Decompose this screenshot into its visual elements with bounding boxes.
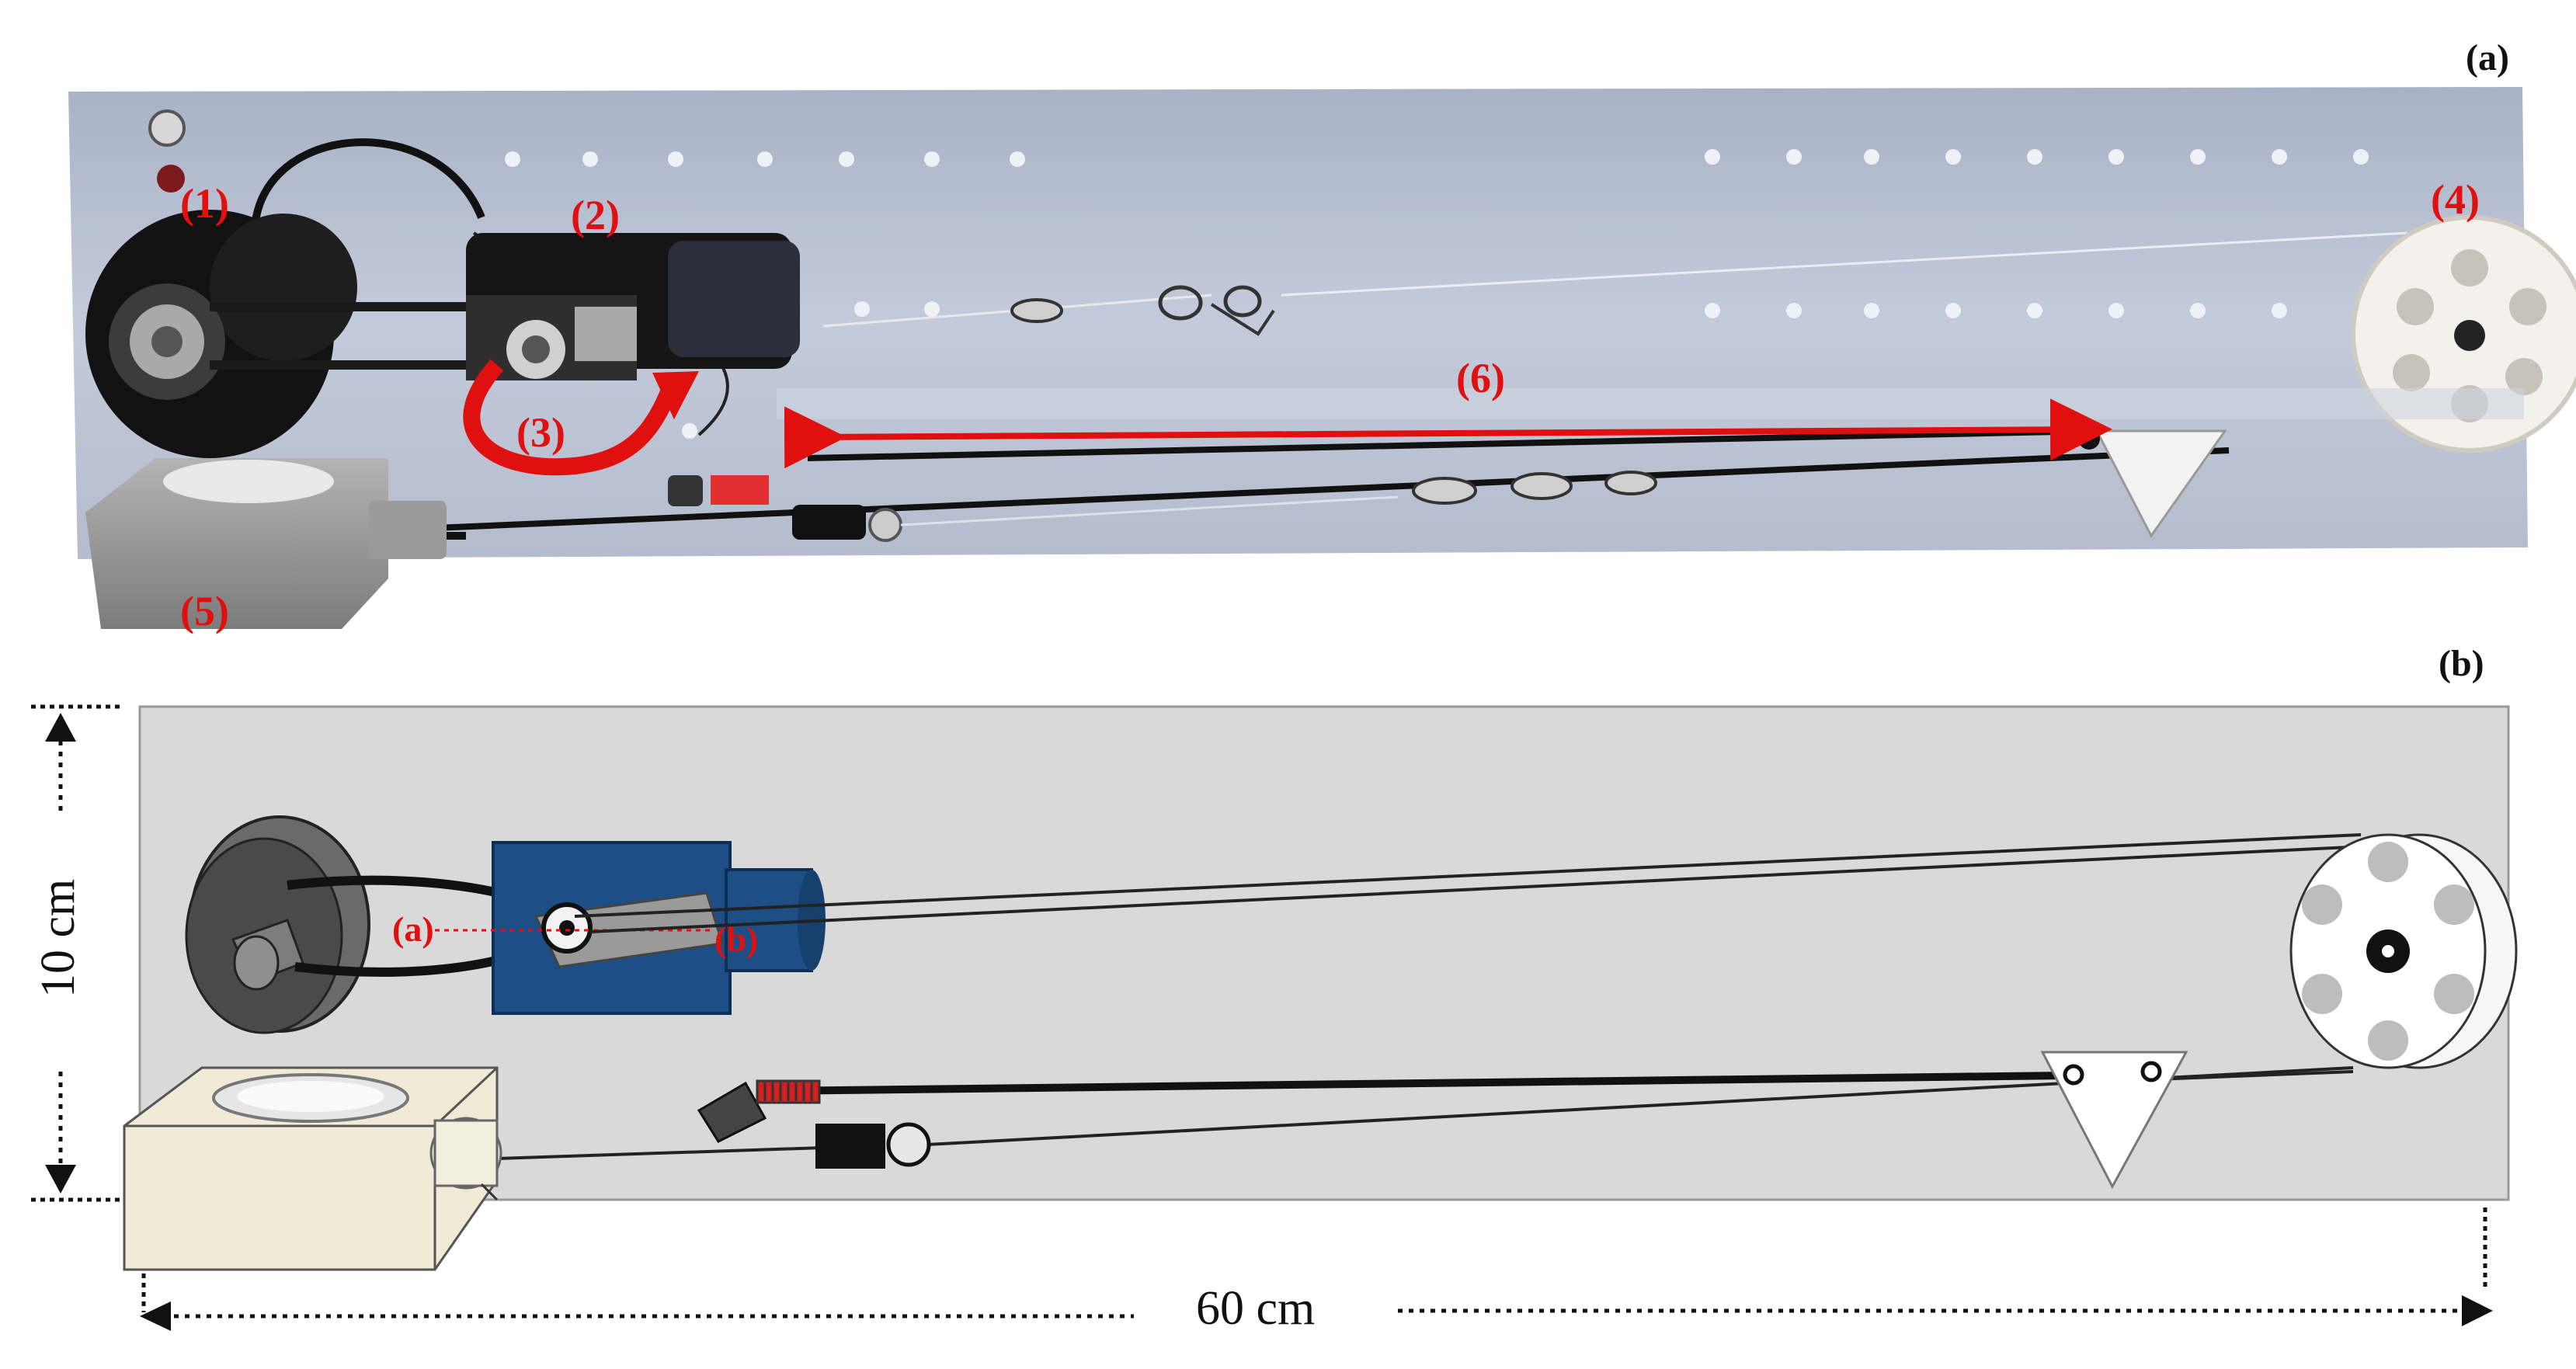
photo-ruler xyxy=(777,388,2524,419)
photo-red-connector xyxy=(711,475,769,505)
label-1: (1) xyxy=(180,180,229,227)
panel-a-label: (a) xyxy=(2466,37,2509,78)
label-4: (4) xyxy=(2431,176,2480,223)
schematic-pulley-left-icon xyxy=(185,815,370,1034)
photo-swivel-upper xyxy=(1010,285,1275,336)
schematic-triangle-plate-icon xyxy=(2040,1051,2188,1190)
photo-pulley-1-icon xyxy=(85,210,357,458)
photo-led xyxy=(157,165,185,193)
photo-knob xyxy=(148,109,186,147)
dimension-height: 10 cm xyxy=(31,704,124,1202)
panel-b-label: (b) xyxy=(2439,643,2484,684)
label-3: (3) xyxy=(516,409,565,456)
photo-cable xyxy=(250,138,485,257)
height-label: 10 cm xyxy=(32,879,85,998)
label-2: (2) xyxy=(571,192,620,238)
photo-triangle-plate-icon xyxy=(2095,429,2227,538)
photo-motor-icon xyxy=(466,233,800,380)
schematic-lower-string xyxy=(776,1072,2067,1095)
panel-b: (b) (a) (b) xyxy=(31,643,2518,1335)
photo-connector xyxy=(668,475,703,506)
photo-holes xyxy=(505,149,2369,439)
photo-clamp xyxy=(792,505,866,540)
schematic-swivel-connector-icon xyxy=(697,1079,931,1169)
dimension-width: 60 cm xyxy=(140,1207,2493,1335)
panel-a: (a) xyxy=(68,37,2576,634)
label-5: (5) xyxy=(180,588,229,634)
schematic-pulley-right-icon xyxy=(2289,833,2518,1069)
measurement-arrow-6 xyxy=(784,398,2112,469)
label-6: (6) xyxy=(1456,355,1505,401)
photo-swivel-lower xyxy=(1412,471,1657,505)
photo-belt xyxy=(210,302,481,370)
schematic-upper-string xyxy=(574,833,2362,918)
rotation-arrow xyxy=(463,359,680,476)
schematic-sensor-icon xyxy=(123,1066,502,1271)
width-label: 60 cm xyxy=(1196,1282,1315,1335)
photo-sensor-icon xyxy=(85,458,466,629)
label-point-a: (a) xyxy=(392,909,434,949)
